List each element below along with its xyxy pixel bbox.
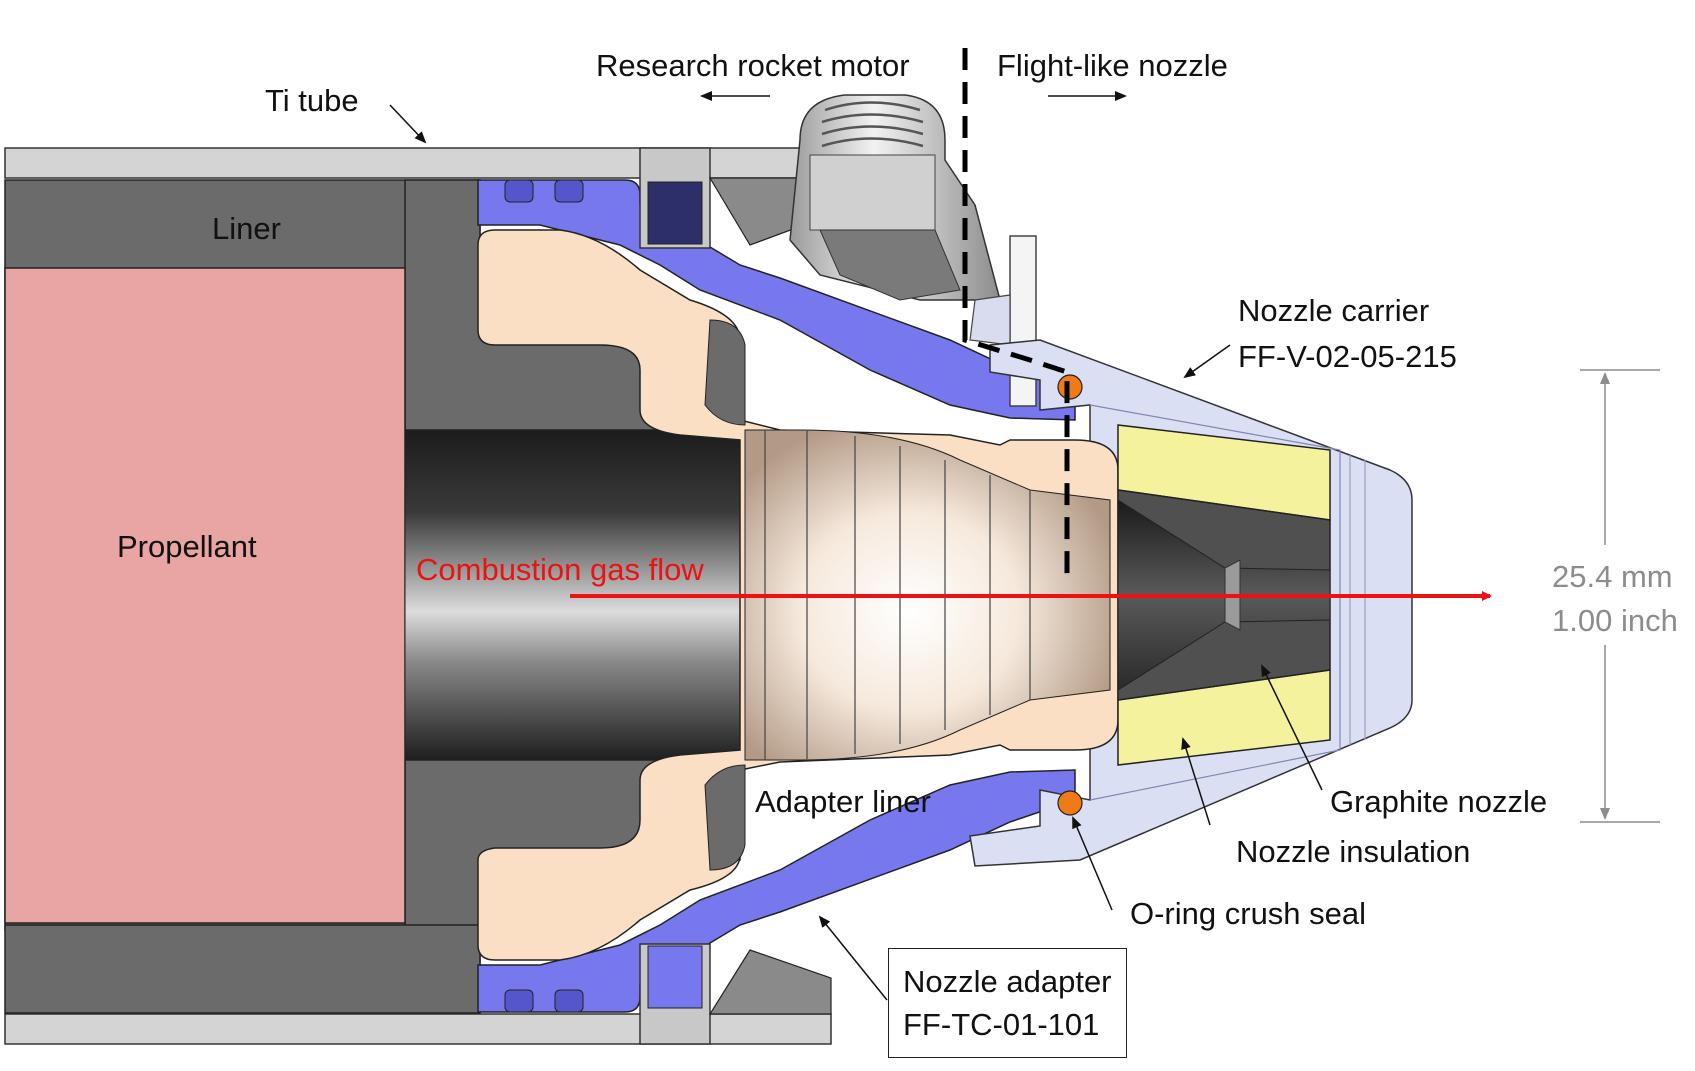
oring-top xyxy=(1057,374,1083,400)
label-flight-nozzle: Flight-like nozzle xyxy=(997,48,1228,83)
label-flow: Combustion gas flow xyxy=(416,552,704,587)
ti-tube-leader xyxy=(389,104,427,144)
oring-leader xyxy=(1072,816,1113,911)
label-liner: Liner xyxy=(212,211,281,246)
label-adapter-liner: Adapter liner xyxy=(755,784,931,819)
label-propellant: Propellant xyxy=(117,529,257,564)
label-ti-tube: Ti tube xyxy=(265,83,359,118)
label-research-motor: Research rocket motor xyxy=(596,48,910,83)
label-carrier-line1: Nozzle carrier xyxy=(1238,293,1430,328)
label-adapter-line1: Nozzle adapter xyxy=(903,964,1112,999)
insulation-leader xyxy=(1181,737,1211,826)
label-dim-inch: 1.00 inch xyxy=(1552,603,1678,638)
label-graphite-nozzle: Graphite nozzle xyxy=(1330,784,1548,819)
label-oring: O-ring crush seal xyxy=(1130,896,1367,931)
graphite-leader xyxy=(1261,664,1323,791)
carrier-leader xyxy=(1183,344,1231,379)
oring-bottom xyxy=(1057,790,1083,816)
label-nozzle-insulation: Nozzle insulation xyxy=(1236,834,1471,869)
label-nozzle-adapter-box: Nozzle adapter FF-TC-01-101 xyxy=(888,948,1127,1058)
label-adapter-line2: FF-TC-01-101 xyxy=(903,1006,1100,1042)
boundary-dashed-line xyxy=(962,48,1070,580)
label-dim-mm: 25.4 mm xyxy=(1552,559,1673,594)
adapter-leader xyxy=(818,915,888,1001)
propellant xyxy=(4,267,406,924)
label-carrier-line2: FF-V-02-05-215 xyxy=(1238,339,1457,374)
